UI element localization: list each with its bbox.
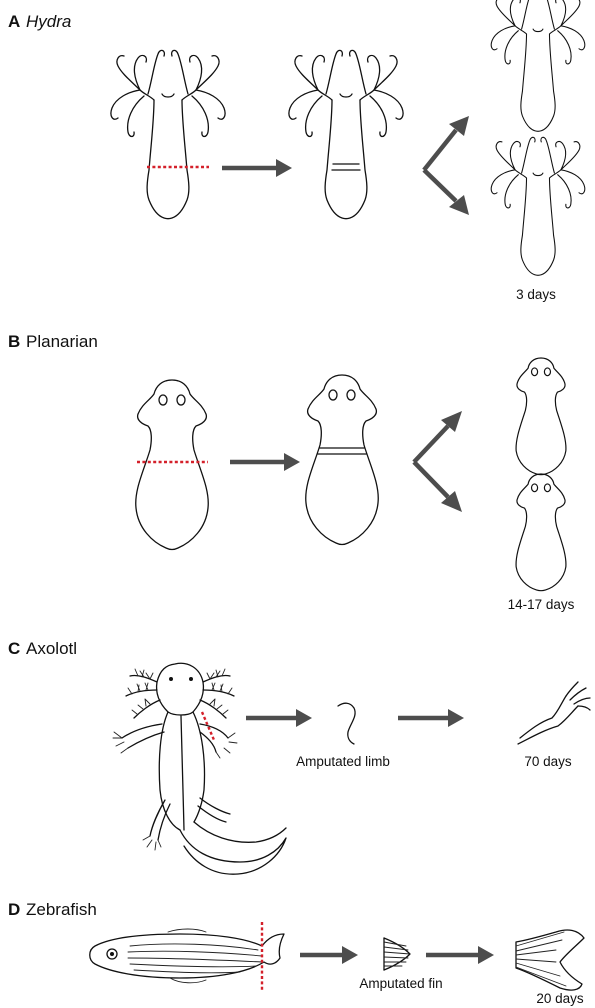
regenerated-limb (518, 682, 590, 744)
panel-letter-a: A (8, 12, 20, 31)
axolotl-drawing (113, 663, 286, 874)
panel-title-a: Hydra (26, 12, 71, 31)
arrow-hydra-1 (222, 159, 292, 177)
panel-title-d: Zebrafish (26, 900, 97, 919)
arrow-planarian-split (414, 411, 462, 512)
label-amputated-limb: Amputated limb (296, 754, 390, 769)
hydra-bisected (289, 50, 403, 218)
panel-d: D Zebrafish Amputated fin 20 days (8, 900, 584, 1006)
panel-title-b: Planarian (26, 332, 98, 351)
time-label-zebrafish: 20 days (536, 991, 584, 1006)
panel-a: A Hydra 3 days (8, 0, 585, 302)
panel-title-c: Axolotl (26, 639, 77, 658)
zebrafish-drawing (90, 929, 284, 983)
panel-b: B Planarian 14-17 days (8, 332, 575, 612)
planarian-regenerated-bottom (516, 474, 566, 591)
arrow-axolotl-2 (398, 709, 464, 727)
planarian-regenerated-top (516, 358, 566, 475)
hydra-regenerated-bottom (491, 137, 585, 275)
regenerated-fin (516, 930, 584, 990)
panel-letter-c: C (8, 639, 20, 658)
arrow-hydra-split (424, 116, 469, 215)
arrow-planarian-1 (230, 453, 300, 471)
panel-letter-b: B (8, 332, 20, 351)
planarian-intact (136, 380, 209, 550)
arrow-axolotl-1 (246, 709, 312, 727)
time-label-planarian: 14-17 days (508, 597, 575, 612)
panel-c: C Axolotl (8, 639, 590, 874)
label-amputated-fin: Amputated fin (359, 976, 442, 991)
panel-letter-d: D (8, 900, 20, 919)
amputated-fin (384, 938, 410, 970)
arrow-zebrafish-1 (300, 946, 358, 964)
amputated-limb (338, 703, 355, 744)
planarian-bisected (306, 375, 379, 545)
time-label-hydra: 3 days (516, 287, 556, 302)
arrow-zebrafish-2 (426, 946, 494, 964)
hydra-intact (111, 50, 225, 218)
time-label-axolotl: 70 days (524, 754, 572, 769)
hydra-regenerated-top (491, 0, 585, 131)
